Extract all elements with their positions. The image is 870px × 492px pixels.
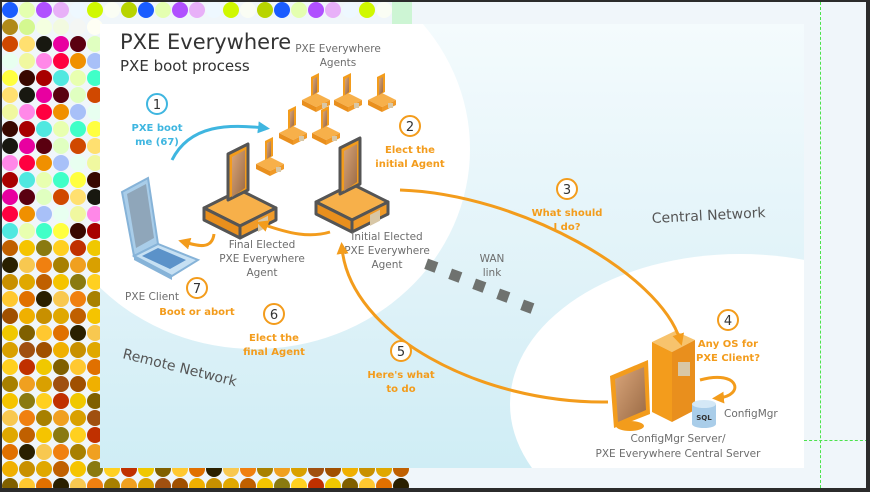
dot-pattern-background <box>2 2 409 488</box>
step-label: PXE boot <box>131 123 182 134</box>
pxe-diagram: PXE Everywhere PXE boot process Remote N… <box>100 24 804 468</box>
step-number: 5 <box>397 345 405 360</box>
server-tower-icon <box>610 331 695 431</box>
step-label: final Agent <box>243 347 305 358</box>
step-number: 2 <box>406 120 414 135</box>
wan-link-dots <box>424 258 535 314</box>
central-network-label: Central Network <box>651 205 766 227</box>
step-label: to do <box>386 384 415 395</box>
step-number-circle <box>399 115 421 137</box>
step-number: 6 <box>270 308 278 323</box>
step-number-circle <box>146 93 168 115</box>
arrow-step1 <box>170 121 270 161</box>
step-label: Any OS for <box>698 339 758 350</box>
initial-agent-label-line2: PXE Everywhere <box>344 245 430 257</box>
initial-agent-label-line3: Agent <box>371 259 402 271</box>
step-label: Elect the <box>249 333 299 344</box>
step-number: 3 <box>563 183 571 198</box>
diagram-canvas: PXE Everywhere PXE boot process Remote N… <box>100 24 804 468</box>
wan-label-line2: link <box>483 267 502 279</box>
step-label: I do? <box>553 222 580 233</box>
svg-text:SQL: SQL <box>696 414 712 422</box>
guide-line-horizontal <box>804 440 866 441</box>
step-number-circle <box>263 303 285 325</box>
wan-label-line1: WAN <box>480 253 505 265</box>
arrow-step4-loop <box>699 375 737 404</box>
step-label: initial Agent <box>375 159 445 170</box>
server-label-line2: PXE Everywhere Central Server <box>596 448 762 460</box>
arrow-step5 <box>336 242 609 404</box>
final-agent-label-line2: PXE Everywhere <box>219 253 305 265</box>
database-icon: SQL <box>692 400 716 428</box>
step-label: PXE Client? <box>696 353 760 364</box>
step-number-circle <box>186 277 208 299</box>
laptop-icon <box>120 176 201 280</box>
database-label: ConfigMgr <box>724 408 778 420</box>
arrow-step7 <box>178 233 216 250</box>
decorative-strip <box>392 2 412 24</box>
arrow-step6 <box>256 220 331 237</box>
step-label: What should <box>532 208 603 219</box>
diagram-subtitle: PXE boot process <box>120 57 250 75</box>
guide-line-vertical <box>820 2 821 488</box>
pxe-client-label: PXE Client <box>125 291 179 303</box>
initial-agent-label-line1: Initial Elected <box>351 231 422 243</box>
final-agent-label-line1: Final Elected <box>229 239 296 251</box>
step-number: 1 <box>153 98 161 113</box>
step-number: 7 <box>193 282 201 297</box>
final-agent-label-line3: Agent <box>246 267 277 279</box>
agents-label-line1: PXE Everywhere <box>295 43 381 55</box>
agents-label-line2: Agents <box>320 57 357 69</box>
arrow-step3 <box>399 188 684 346</box>
step-number: 4 <box>724 314 732 329</box>
step-label: Boot or abort <box>159 307 235 318</box>
step-number-circle <box>390 340 412 362</box>
step-label: me (67) <box>135 137 179 148</box>
step-label: Here's what <box>367 370 434 381</box>
diagram-title: PXE Everywhere <box>120 30 291 54</box>
server-label-line1: ConfigMgr Server/ <box>630 433 726 445</box>
step-number-circle <box>556 178 578 200</box>
step-number-circle <box>717 309 739 331</box>
step-label: Elect the <box>385 145 435 156</box>
